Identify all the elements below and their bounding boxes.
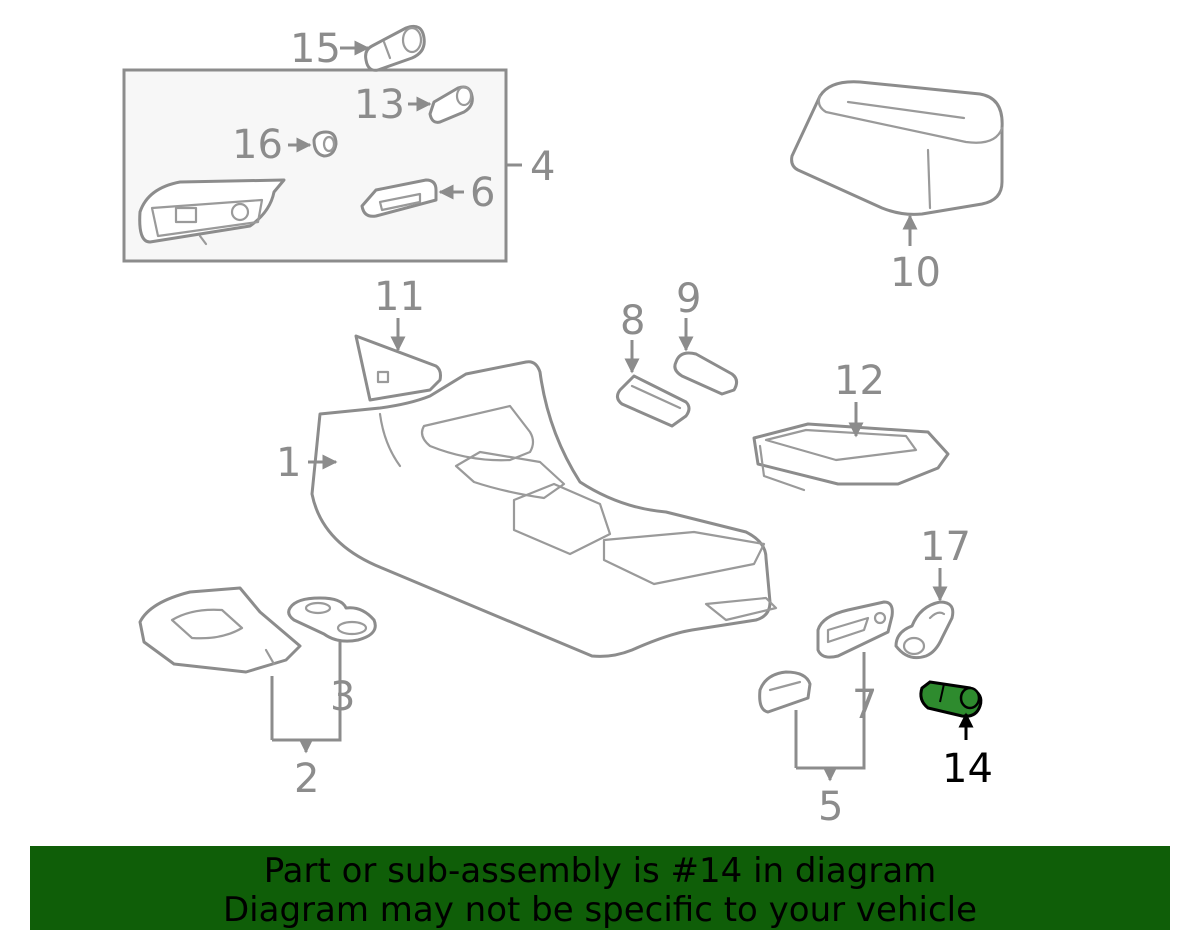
part-14-highlighted[interactable] [919,680,983,718]
part-17[interactable] [894,600,955,660]
leader-2 [270,642,342,752]
callout-1: 1 [276,440,301,486]
banner-line-2: Diagram may not be specific to your vehi… [222,890,978,930]
callout-11: 11 [374,274,425,320]
callout-5: 5 [818,784,843,830]
callout-6: 6 [470,170,495,216]
callout-16: 16 [232,122,283,168]
callout-14: 14 [942,746,993,792]
part-11[interactable] [354,334,442,402]
leader-5-7 [794,652,866,780]
part-7[interactable] [816,600,894,659]
callout-17: 17 [920,524,971,570]
part-10[interactable] [790,80,1004,216]
part-2[interactable] [138,586,302,674]
part-8[interactable] [615,374,691,428]
part-12[interactable] [752,422,950,492]
callout-13: 13 [354,82,405,128]
callout-10: 10 [890,250,941,296]
part-4-panel[interactable] [138,178,286,246]
part-3[interactable] [287,596,377,643]
part-5[interactable] [758,670,812,714]
callout-8: 8 [620,298,645,344]
callout-4: 4 [530,144,555,190]
part-15[interactable] [364,24,426,72]
part-13[interactable] [428,85,474,124]
part-1[interactable] [310,360,778,658]
callout-7: 7 [852,682,877,728]
info-banner: Part or sub-assembly is #14 in diagram D… [30,846,1170,930]
callout-2: 2 [294,756,319,802]
part-16[interactable] [312,130,338,158]
callout-9: 9 [676,276,701,322]
part-6[interactable] [360,178,438,218]
callout-15: 15 [290,26,341,72]
callout-12: 12 [834,358,885,404]
banner-line-1: Part or sub-assembly is #14 in diagram [263,851,937,891]
callout-3: 3 [330,674,355,720]
part-9[interactable] [673,351,739,396]
